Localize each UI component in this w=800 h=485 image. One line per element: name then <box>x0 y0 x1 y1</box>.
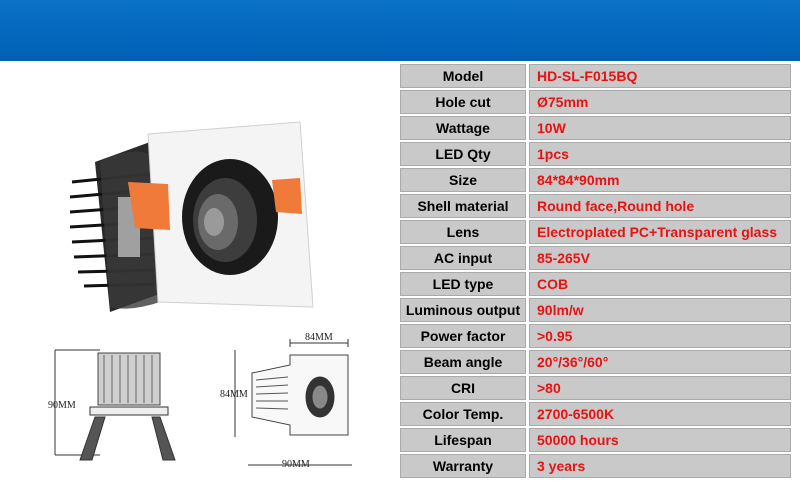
spring-clip-left <box>128 182 170 230</box>
dimension-drawings: 90MM 84MM 84MM 90MM <box>48 332 352 470</box>
spec-value: Electroplated PC+Transparent glass <box>529 220 791 244</box>
header-banner <box>0 0 800 61</box>
spec-label: CRI <box>400 376 526 400</box>
spec-row: CRI>80 <box>400 376 791 400</box>
spec-value: 50000 hours <box>529 428 791 452</box>
spec-value: 90lm/w <box>529 298 791 322</box>
spec-label: Model <box>400 64 526 88</box>
spec-row: Power factor>0.95 <box>400 324 791 348</box>
spec-label: AC input <box>400 246 526 270</box>
side-height-label: 90MM <box>48 400 76 411</box>
side-view-drawing <box>54 349 176 461</box>
spec-value: Ø75mm <box>529 90 791 114</box>
spec-value: >80 <box>529 376 791 400</box>
spec-label: Luminous output <box>400 298 526 322</box>
spec-value: 85-265V <box>529 246 791 270</box>
spec-label: Color Temp. <box>400 402 526 426</box>
spec-label: Size <box>400 168 526 192</box>
spec-label: Beam angle <box>400 350 526 374</box>
spec-value: Round face,Round hole <box>529 194 791 218</box>
spec-value: 3 years <box>529 454 791 478</box>
top-width-label: 84MM <box>305 332 333 343</box>
front-depth-label: 90MM <box>282 459 310 470</box>
spec-label: Wattage <box>400 116 526 140</box>
led-reflector-icon <box>182 159 278 275</box>
spec-value: 84*84*90mm <box>529 168 791 192</box>
front-height-label: 84MM <box>220 389 248 400</box>
spec-label: Shell material <box>400 194 526 218</box>
spec-value: COB <box>529 272 791 296</box>
spec-label: Lifespan <box>400 428 526 452</box>
spec-label: LED Qty <box>400 142 526 166</box>
spec-value: HD-SL-F015BQ <box>529 64 791 88</box>
spec-value: 10W <box>529 116 791 140</box>
spec-label: LED type <box>400 272 526 296</box>
front-view-drawing <box>234 339 352 466</box>
spec-row: Color Temp.2700-6500K <box>400 402 791 426</box>
spec-label: Warranty <box>400 454 526 478</box>
spec-value: 2700-6500K <box>529 402 791 426</box>
spec-value: >0.95 <box>529 324 791 348</box>
spec-value: 20°/36°/60° <box>529 350 791 374</box>
spec-label: Power factor <box>400 324 526 348</box>
spec-value: 1pcs <box>529 142 791 166</box>
spec-label: Hole cut <box>400 90 526 114</box>
spec-label: Lens <box>400 220 526 244</box>
spring-clip-right <box>272 178 302 214</box>
downlight-product-image <box>69 121 314 312</box>
